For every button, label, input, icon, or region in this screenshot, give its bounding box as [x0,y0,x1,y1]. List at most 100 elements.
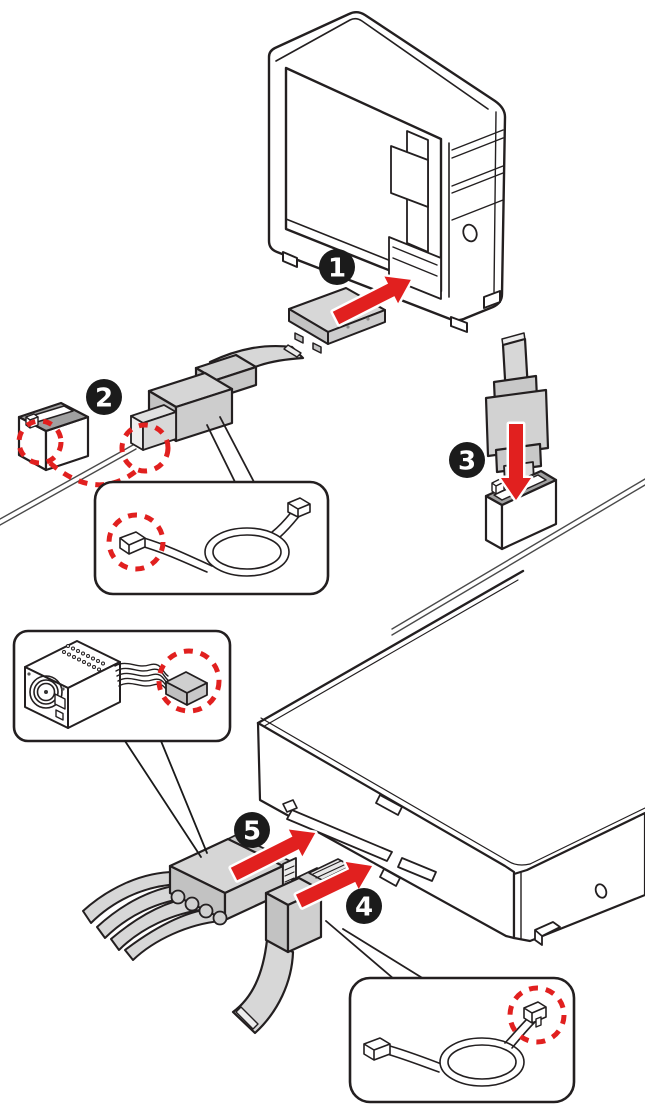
callout-pointer-line [342,928,425,980]
board-edge-line [391,478,645,630]
board-edge-line [391,484,645,636]
power-cable-wires [82,871,222,961]
cable-end-connector [119,531,146,555]
front-panel-bay-line [451,137,504,159]
hdd-data-slot [397,857,437,882]
psu-screw [27,672,31,676]
power-button [462,223,478,243]
connector5-blade-contacts [284,865,295,883]
badge-circle [319,249,355,285]
highlight-dashed-circle-port2 [16,418,64,466]
drive1-foot [294,332,304,344]
callout-pointer-line [325,920,395,980]
psu-fan [29,675,63,709]
case-right-bevel-line [493,111,497,293]
hdd-top-back-edge [256,569,525,725]
step-badge-3: 3 [449,442,485,478]
case-top-bevel-line [275,17,489,110]
hdd-top-back-bevel [260,579,519,729]
ribbon-cable-cut-end [283,344,302,358]
hard-drive [256,497,645,946]
wire [124,907,222,961]
front-panel-bay-line [451,172,504,194]
arrow-step-3 [498,421,534,503]
cable-segment [386,1053,440,1073]
badge-number: 5 [243,817,261,847]
callout-sata-data-cable [325,920,576,1104]
power-supply-unit [24,640,121,729]
arrow-step-5 [228,827,318,883]
badge-number: 1 [328,254,346,284]
highlight-dashed-circle-cable-end [106,512,166,572]
hdd-top-face [258,497,645,871]
psu-vent-holes [62,644,105,672]
callout-pointer-line [124,740,202,858]
hdd-screw-hole [594,883,608,899]
badge-circle [234,812,270,848]
arrow-step-1 [330,273,414,327]
psu-screw [61,687,65,691]
case-interior-bay-upper [390,145,429,208]
connector4-ribbon [231,938,295,1035]
psu-callout-pointer [124,740,208,858]
psu-ac-inlet [54,693,66,710]
cable-segment [140,545,208,573]
hdd-right-top-bevel [529,807,645,865]
hdd-edge-tab [379,868,401,887]
case-bay-lower-line [392,257,438,277]
case-bay-lower-line [392,246,438,266]
cable-end-connector [363,1037,391,1061]
sata-port-step-3 [484,469,558,551]
cable-segment [143,537,213,567]
data-connector-step-4 [231,858,352,1035]
psu-sata-power-plug [165,671,208,706]
arrow-step-4 [293,859,375,910]
drive1-screw [346,325,350,329]
hdd-side-face [512,811,645,943]
badge-circle [449,442,485,478]
step2-highlights [16,418,171,488]
callout-sata-cable [93,416,330,596]
badge-number: 3 [458,447,476,477]
drive1-screw [366,317,370,321]
sata-port-step-2 [17,401,90,472]
highlight-dashed-circle-plug2 [119,422,171,474]
badge-number: 4 [355,893,373,923]
drive1-right-face [327,309,386,345]
badge-circle [86,379,122,415]
hdd-corner-arc [507,860,531,866]
board-edge-line [0,444,134,520]
cable-connector-foot [535,1016,542,1028]
step-badge-2: 2 [86,379,122,415]
hdd-power-slot [286,809,393,862]
connector2-plug-tip [130,415,144,451]
wire [110,895,208,951]
board-edge-line [0,448,137,526]
callout-pointer-line [206,424,236,483]
front-panel-bay-line [451,199,504,221]
wire [82,871,180,924]
case-interior-bay-lower [388,236,442,300]
step-badge-5: 5 [234,812,270,848]
case-foot [450,316,468,333]
case-foot [282,251,298,268]
cable-segment [511,1021,536,1049]
highlight-dashed-arc [48,461,142,488]
step-badge-4: 4 [346,888,382,924]
step-badge-1: 1 [319,249,355,285]
front-panel-bay-line [451,165,504,187]
cable-coil-inner [212,534,282,570]
motherboard-edge-lines [0,444,645,636]
pc-case [267,11,507,333]
hdd-power-slot-key [282,799,298,813]
callout-pointer-line [219,416,255,483]
cable-coil-inner [447,1044,517,1080]
hdd-edge-tab [375,794,403,816]
front-panel-bay-line [451,129,504,151]
highlight-dashed-circle-psu-plug [156,648,222,714]
connector5-wire-roots [170,889,228,926]
hdd-bottom-foot [534,921,561,946]
case-foot [483,290,501,309]
wire [96,883,194,939]
